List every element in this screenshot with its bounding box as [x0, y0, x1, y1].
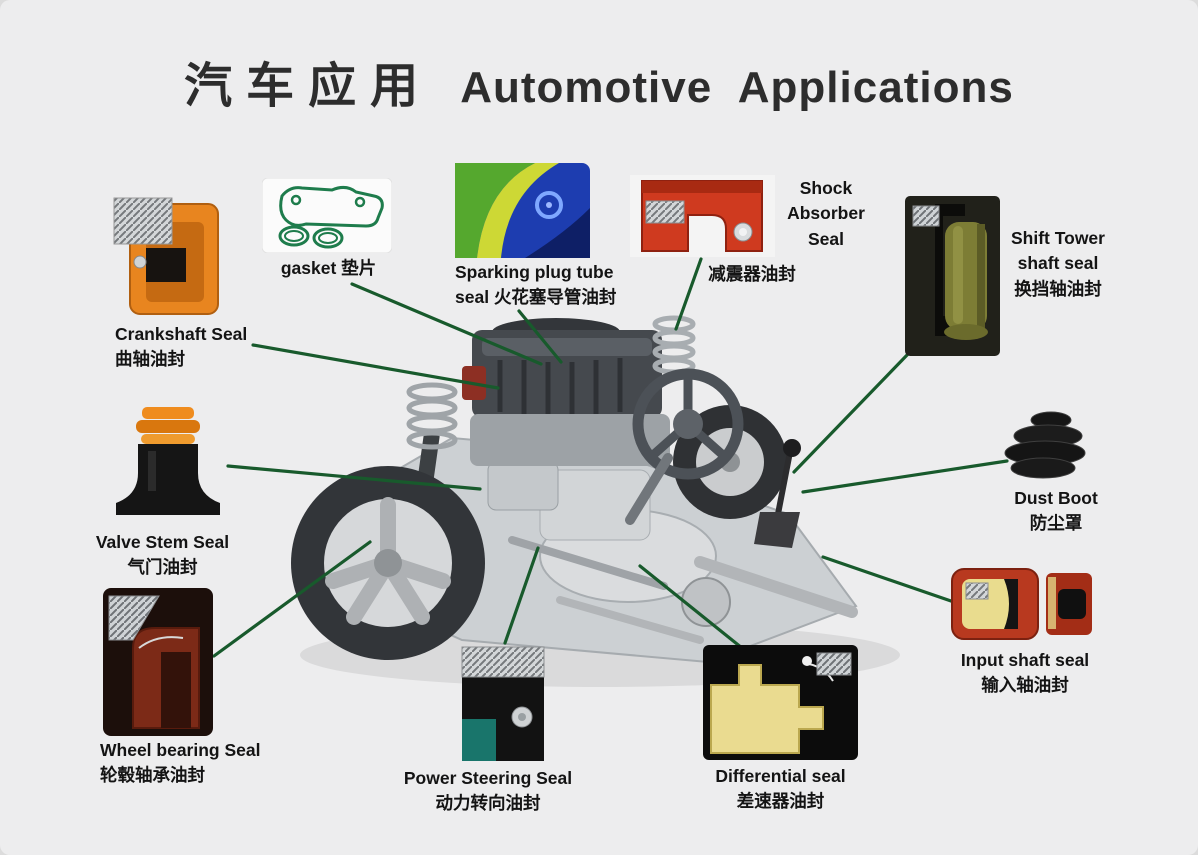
input-shaft-seal-image — [950, 563, 1095, 645]
label-en: gasket — [280, 258, 337, 278]
label-zh: 垫片 — [341, 258, 377, 278]
label-dust-boot: Dust Boot 防尘罩 — [1000, 486, 1112, 537]
wheel-bearing-seal-image — [103, 588, 213, 736]
label-en: Valve Stem Seal — [95, 532, 230, 552]
sparking-plug-tube-seal-image — [455, 163, 590, 258]
car-illustration — [291, 315, 900, 687]
label-zh: 防尘罩 — [1029, 513, 1083, 534]
connector-input-shaft-seal — [821, 555, 953, 603]
page-title-english: Automotive Applications — [460, 63, 1014, 112]
label-shift-tower-shaft-seal: Shift Tower shaft seal 换挡轴油封 — [1002, 226, 1114, 302]
label-en: Shift Tower shaft seal — [1011, 228, 1105, 274]
label-shock-absorber-seal-zh: 减震器油封 — [692, 262, 812, 287]
label-en: Sparking plug tube seal — [455, 262, 614, 308]
label-en: Shock Absorber Seal — [787, 178, 865, 249]
power-steering-seal-image — [458, 645, 548, 765]
connector-differential-seal — [638, 564, 744, 650]
label-zh: 轮毂轴承油封 — [100, 765, 205, 786]
connector-shift-tower-shaft-seal — [792, 351, 911, 474]
label-zh: 曲轴油封 — [115, 349, 185, 370]
page-title: 汽车应用 Automotive Applications — [0, 46, 1198, 116]
label-wheel-bearing-seal: Wheel bearing Seal 轮毂轴承油封 — [100, 738, 285, 789]
label-zh: 减震器油封 — [708, 264, 796, 284]
label-en: Power Steering Seal — [403, 768, 573, 788]
label-en: Differential seal — [715, 766, 846, 786]
label-differential-seal: Differential seal 差速器油封 — [698, 764, 863, 815]
dust-boot-image — [1003, 408, 1093, 480]
valve-stem-seal-image — [108, 403, 228, 521]
connector-gasket — [350, 282, 543, 366]
connector-wheel-bearing-seal — [212, 540, 372, 658]
label-valve-stem-seal: Valve Stem Seal 气门油封 — [90, 530, 235, 581]
label-shock-absorber-seal-en: Shock Absorber Seal — [778, 176, 874, 252]
label-zh: 动力转向油封 — [435, 793, 541, 814]
connector-valve-stem-seal — [226, 464, 482, 491]
shock-absorber-seal-image — [630, 175, 775, 257]
label-zh: 差速器油封 — [736, 791, 825, 812]
shift-tower-shaft-seal-image — [905, 196, 1000, 356]
differential-seal-image — [703, 645, 858, 760]
connector-dust-boot — [801, 459, 1009, 494]
label-en: Crankshaft Seal — [115, 324, 248, 344]
label-en: Input shaft seal — [960, 650, 1090, 670]
label-sparking-plug-tube-seal: Sparking plug tube seal 火花塞导管油封 — [455, 260, 633, 311]
label-en: Wheel bearing Seal — [100, 740, 261, 760]
label-power-steering-seal: Power Steering Seal 动力转向油封 — [392, 766, 584, 817]
connector-power-steering-seal — [503, 546, 540, 645]
label-crankshaft-seal: Crankshaft Seal 曲轴油封 — [115, 322, 265, 373]
label-en: Dust Boot — [1014, 488, 1098, 508]
label-input-shaft-seal: Input shaft seal 输入轴油封 — [950, 648, 1100, 699]
gasket-image — [261, 177, 393, 254]
label-zh: 火花塞导管油封 — [493, 287, 617, 308]
connector-crankshaft-seal — [251, 343, 500, 390]
connector-sparking-plug-tube-seal — [517, 309, 563, 364]
label-zh: 换挡轴油封 — [1014, 278, 1102, 299]
label-zh: 输入轴油封 — [981, 675, 1069, 696]
page-title-chinese: 汽车应用 — [184, 60, 433, 113]
crankshaft-seal-image — [112, 196, 227, 321]
connector-lines — [212, 257, 1009, 658]
label-zh: 气门油封 — [127, 557, 198, 578]
connector-shock-absorber-seal — [674, 257, 703, 331]
label-gasket: gasket 垫片 — [266, 256, 391, 281]
